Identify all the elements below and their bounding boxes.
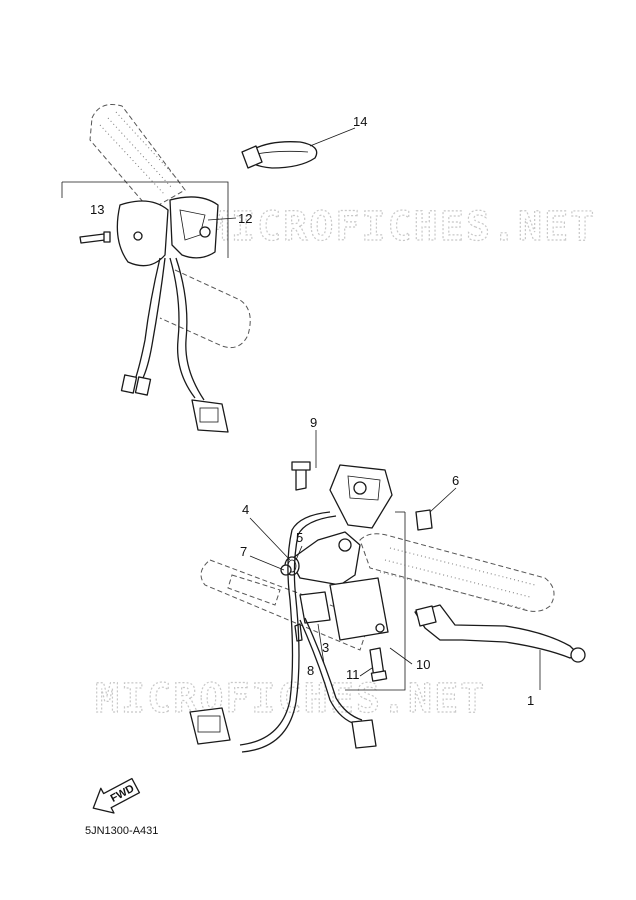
lever-holder-body xyxy=(329,464,393,529)
left-handlebar-assembly xyxy=(61,104,251,433)
callout-5: 5 xyxy=(296,530,303,545)
callout-13: 13 xyxy=(90,202,104,217)
callout-12: 12 xyxy=(238,211,252,226)
watermark-top: MICROFICHES.NET xyxy=(205,204,596,250)
callout-6: 6 xyxy=(452,473,459,488)
callout-1: 1 xyxy=(527,693,534,708)
forward-arrow-icon: FWD xyxy=(92,777,141,814)
cable-band-14 xyxy=(241,141,318,169)
brake-switch-3 xyxy=(299,591,331,624)
callout-11: 11 xyxy=(346,667,360,682)
callout-7: 7 xyxy=(240,544,247,559)
callout-14: 14 xyxy=(353,114,367,129)
callout-4: 4 xyxy=(242,502,249,517)
coupler-bottom xyxy=(189,707,231,745)
bolt-9 xyxy=(291,461,311,491)
callout-3: 3 xyxy=(322,640,329,655)
clamp-cover xyxy=(329,577,389,641)
leader-lines xyxy=(207,127,541,690)
switch-housing-rear xyxy=(116,200,169,267)
callout-8: 8 xyxy=(307,663,314,678)
callout-9: 9 xyxy=(310,415,317,430)
bolt-11 xyxy=(369,647,388,682)
brake-lever-1 xyxy=(414,604,586,663)
right-handlebar-assembly xyxy=(189,461,586,753)
coupler-top xyxy=(191,399,229,433)
bolt-6 xyxy=(415,509,433,531)
diagram-code: 5JN1300-A431 xyxy=(85,825,158,837)
connector-bottom xyxy=(351,719,377,749)
screw-13 xyxy=(79,231,111,244)
callout-10: 10 xyxy=(416,657,430,672)
switch-housing-front xyxy=(169,196,219,259)
